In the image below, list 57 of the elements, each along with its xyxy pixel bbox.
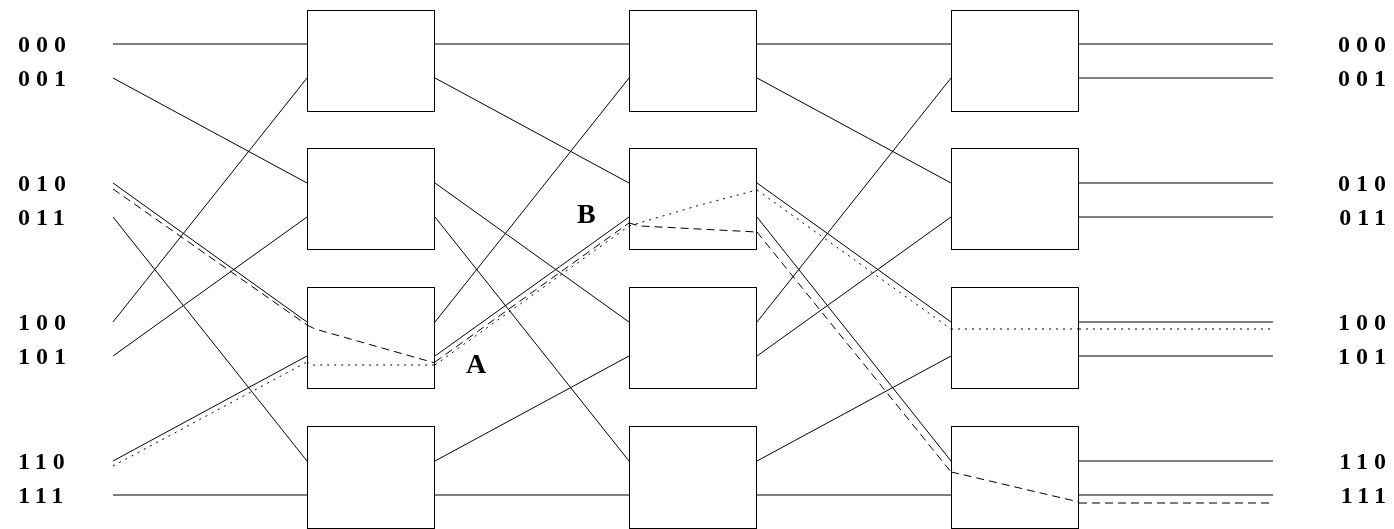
port-address: 000 xyxy=(18,32,72,56)
connection-line xyxy=(112,43,308,45)
connection-line xyxy=(1078,321,1274,323)
port-address: 001 xyxy=(1338,66,1392,90)
port-address: 100 xyxy=(18,310,72,334)
port-address: 010 xyxy=(18,171,72,195)
connection-line xyxy=(434,77,630,184)
connection-line xyxy=(112,494,308,496)
connection-line xyxy=(1078,77,1274,79)
connection-line xyxy=(112,216,308,462)
connection-line xyxy=(434,43,630,45)
port-address: 101 xyxy=(1338,344,1392,368)
port-address: 011 xyxy=(1339,205,1392,229)
port-address: 110 xyxy=(18,449,71,473)
switch-box xyxy=(951,287,1079,389)
connection-line xyxy=(1078,43,1274,45)
port-address: 101 xyxy=(18,344,72,368)
port-address: 010 xyxy=(1338,171,1392,195)
connection-line xyxy=(112,77,308,184)
connection-line xyxy=(434,216,630,462)
point-label: B xyxy=(577,200,596,228)
connection-line xyxy=(112,77,308,323)
connection-line xyxy=(434,77,630,323)
connection-line xyxy=(434,494,630,496)
connection-line xyxy=(1078,182,1274,184)
switch-box xyxy=(629,10,757,112)
connection-line xyxy=(112,216,308,357)
port-address: 110 xyxy=(1339,449,1392,473)
connection-line xyxy=(1078,355,1274,357)
switch-box xyxy=(629,426,757,529)
connection-line xyxy=(756,77,952,184)
point-label: A xyxy=(466,350,487,378)
connection-line xyxy=(434,182,630,323)
port-address: 001 xyxy=(18,66,72,90)
switch-box xyxy=(307,287,435,389)
switch-box xyxy=(629,287,757,389)
connection-line xyxy=(1078,460,1274,462)
switch-box xyxy=(307,148,435,250)
port-address: 100 xyxy=(1338,310,1392,334)
switch-box xyxy=(307,10,435,112)
connection-line xyxy=(756,43,952,45)
switch-box xyxy=(629,148,757,250)
port-address: 011 xyxy=(18,205,71,229)
connection-line xyxy=(1078,216,1274,218)
port-address: 111 xyxy=(18,483,70,507)
connection-line xyxy=(756,77,952,323)
connection-line xyxy=(1078,494,1274,496)
switch-box xyxy=(951,426,1079,529)
connection-line xyxy=(434,355,630,462)
switch-box xyxy=(951,148,1079,250)
switch-box xyxy=(307,426,435,529)
switch-box xyxy=(951,10,1079,112)
port-address: 111 xyxy=(1340,483,1392,507)
connection-line xyxy=(756,494,952,496)
connection-line xyxy=(756,355,952,462)
connection-line xyxy=(756,216,952,357)
port-address: 000 xyxy=(1338,32,1392,56)
